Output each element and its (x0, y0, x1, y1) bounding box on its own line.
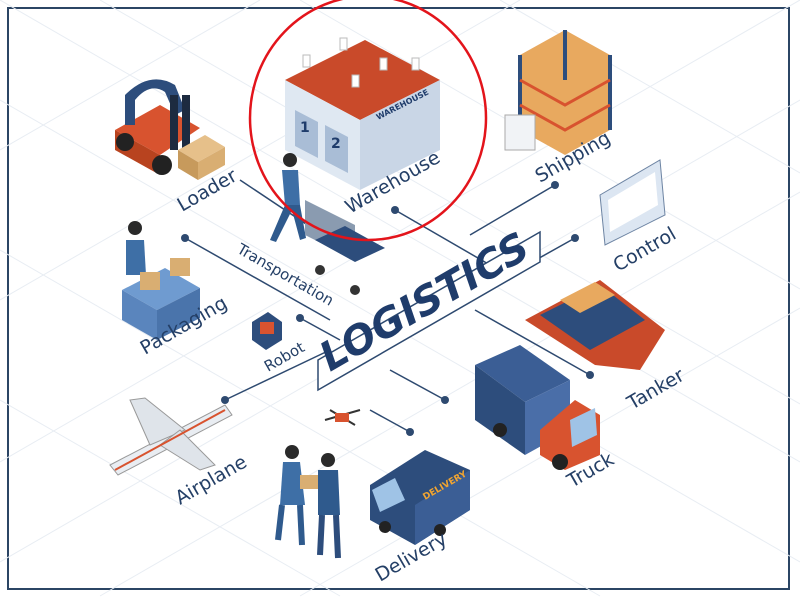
door-2-label: 2 (331, 136, 341, 152)
robot-illustration (252, 312, 282, 350)
forklift-illustration (115, 79, 225, 180)
control-monitor-illustration (599, 159, 666, 246)
connector-dots (181, 181, 594, 436)
label-tanker: Tanker (623, 364, 689, 415)
drone-illustration (324, 409, 361, 426)
delivery-van-illustration: DELIVERY (370, 450, 470, 545)
airplane-illustration (109, 397, 233, 476)
door-1-label: 1 (300, 120, 310, 136)
packaging-illustration (122, 221, 200, 340)
tanker-illustration (525, 280, 665, 370)
delivery-people-illustration (275, 445, 341, 559)
shipping-shelves-illustration (504, 30, 612, 155)
truck-illustration (475, 345, 600, 470)
image-frame (7, 7, 790, 590)
connector-lines (184, 179, 591, 433)
warehouse-illustration: 1 2 WAREHOUSE (285, 37, 440, 190)
highlight-circle (248, 0, 488, 242)
